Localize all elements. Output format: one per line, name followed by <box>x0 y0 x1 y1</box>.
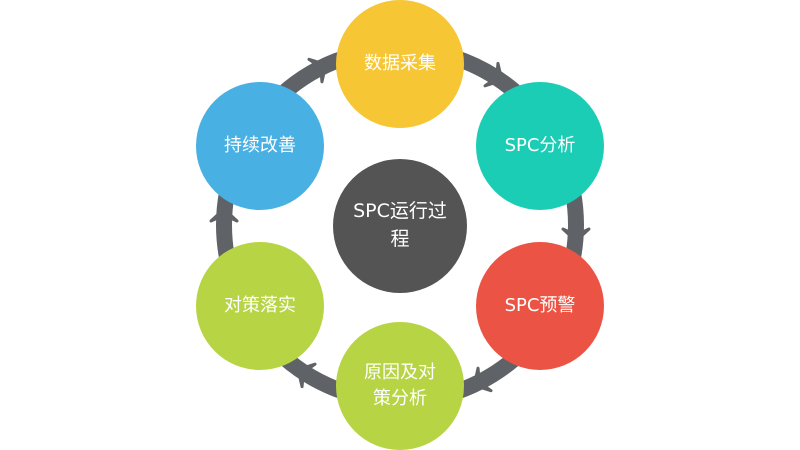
node-label-spc-analysis: SPC分析 <box>504 134 576 156</box>
node-spc-warning: SPC预警 <box>476 242 604 370</box>
cycle-arrow-icon <box>209 207 239 240</box>
cycle-arrow-icon <box>472 366 502 393</box>
node-label-spc-warning: SPC预警 <box>504 294 576 316</box>
cycle-arrow-icon <box>298 57 328 84</box>
node-label-cause-analysis: 原因及对策分析 <box>364 361 436 409</box>
center-node-spc-process: SPC运行过程 <box>333 159 467 293</box>
node-implement-measures: 对策落实 <box>196 242 324 370</box>
node-label-continuous-improvement: 持续改善 <box>224 134 296 156</box>
node-data-collection: 数据采集 <box>336 0 464 128</box>
node-continuous-improvement: 持续改善 <box>196 82 324 210</box>
node-cause-analysis: 原因及对策分析 <box>336 322 464 450</box>
node-spc-analysis: SPC分析 <box>476 82 604 210</box>
cycle-arrow-icon <box>296 362 326 389</box>
node-label-data-collection: 数据采集 <box>364 52 436 74</box>
center-node-label: SPC运行过程 <box>353 200 447 250</box>
cycle-arrow-icon <box>561 210 591 243</box>
ring-arrows <box>209 57 591 393</box>
cycle-arrow-icon <box>474 61 504 88</box>
node-label-implement-measures: 对策落实 <box>224 294 296 316</box>
